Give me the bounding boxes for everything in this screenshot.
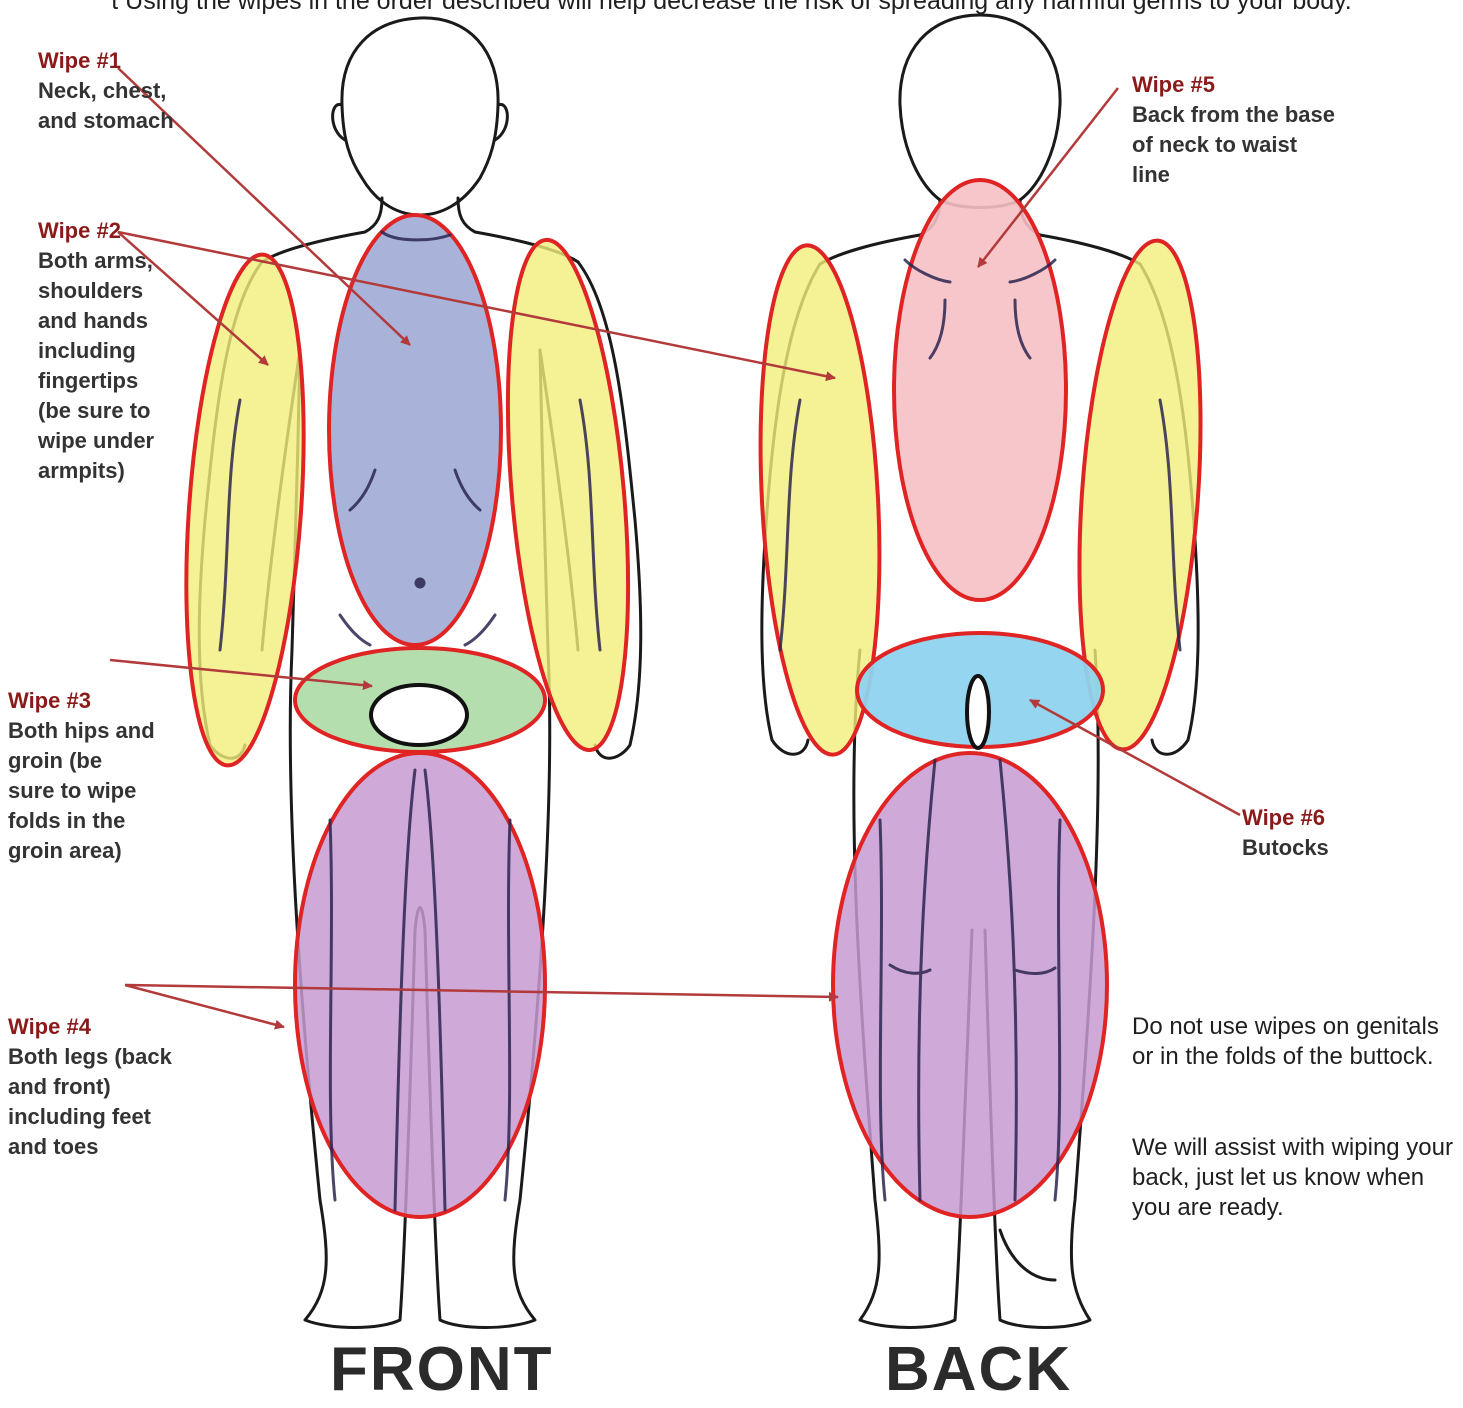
wipe-1-label: Wipe #1 Neck, chest, and stomach — [38, 46, 174, 136]
wipe-3-description: Both hips and groin (be sure to wipe fol… — [8, 716, 155, 866]
front-view-label: FRONT — [330, 1335, 554, 1405]
arrow-wipe-5 — [978, 88, 1118, 267]
back-foot — [1000, 1230, 1055, 1280]
wipe-2-label: Wipe #2 Both arms, shoulders and hands i… — [38, 216, 154, 486]
wipe-1-description: Neck, chest, and stomach — [38, 76, 174, 136]
note-assist-back: We will assist with wiping your back, ju… — [1132, 1133, 1457, 1223]
wipe-2-description: Both arms, shoulders and hands including… — [38, 246, 154, 486]
back-legs-region — [833, 753, 1107, 1217]
wipe-2-title: Wipe #2 — [38, 216, 154, 246]
back-view-label: BACK — [885, 1335, 1072, 1405]
wipe-6-description: Butocks — [1242, 833, 1329, 863]
wipe-4-title: Wipe #4 — [8, 1012, 172, 1042]
wipe-6-label: Wipe #6 Butocks — [1242, 803, 1329, 863]
back-upper-region — [894, 180, 1066, 600]
note-no-genitals: Do not use wipes on genitals or in the f… — [1132, 1012, 1457, 1072]
wipe-6-title: Wipe #6 — [1242, 803, 1329, 833]
wipe-5-label: Wipe #5 Back from the base of neck to wa… — [1132, 70, 1335, 190]
front-head — [342, 18, 498, 215]
wipe-4-label: Wipe #4 Both legs (back and front) inclu… — [8, 1012, 172, 1162]
wipe-4-description: Both legs (back and front) including fee… — [8, 1042, 172, 1162]
front-groin-exclusion — [371, 685, 467, 745]
wipe-1-title: Wipe #1 — [38, 46, 174, 76]
wipe-5-title: Wipe #5 — [1132, 70, 1335, 100]
back-fold-exclusion — [967, 676, 989, 748]
wipe-3-title: Wipe #3 — [8, 686, 155, 716]
wipe-5-description: Back from the base of neck to waist line — [1132, 100, 1335, 190]
wipe-3-label: Wipe #3 Both hips and groin (be sure to … — [8, 686, 155, 866]
